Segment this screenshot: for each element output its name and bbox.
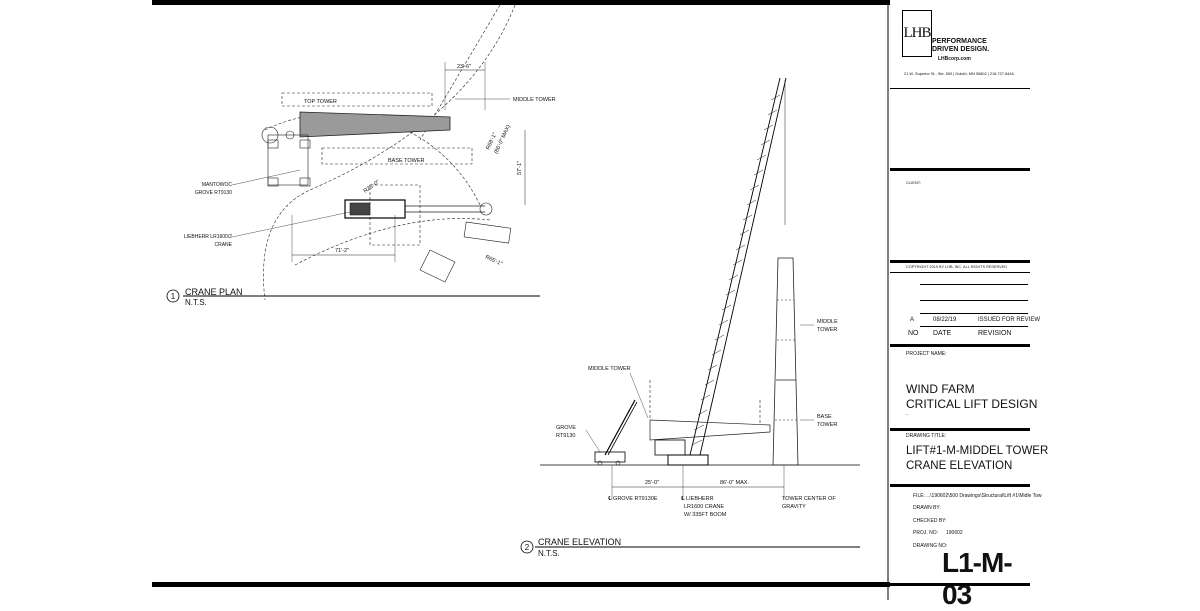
rev-header-revision: REVISION	[978, 330, 1012, 337]
elevation-title: CRANE ELEVATION	[538, 537, 621, 547]
drawn-by-label: DRAWN BY:	[913, 505, 941, 511]
note-tower-cg-1: TOWER CENTER OF	[782, 496, 836, 502]
proj-no-value: 190602	[946, 530, 963, 536]
dim-71-2: 71'-2"	[335, 248, 349, 254]
swing-radius-line	[263, 4, 516, 301]
elevation-callout-number: 2	[525, 543, 530, 552]
client-label: CLIENT:	[906, 180, 921, 185]
dim-25-0: 25'-0"	[645, 480, 659, 486]
note-cl-liebherr-2: LR1600 CRANE	[684, 504, 724, 510]
company-logo: LHB	[902, 10, 932, 57]
checked-by-label: CHECKED BY:	[913, 518, 947, 524]
revision-date: 08/22/19	[933, 317, 957, 323]
label-middle-tower-left: MIDDLE TOWER	[588, 366, 631, 372]
elevation-callout-circle	[520, 540, 534, 554]
note-cl-liebherr-3: W/ 335FT BOOM	[684, 512, 727, 518]
copyright-notice: COPYRIGHT 2019 BY LHB, INC. ALL RIGHTS R…	[906, 265, 1007, 269]
drawing-title-line-1: LIFT#1-M-MIDDEL TOWER	[906, 445, 1049, 457]
rev-header-no: NO	[908, 330, 919, 337]
revision-description: ISSUED FOR REVIEW	[978, 317, 1041, 323]
dim-57-1: 57'-1"	[517, 161, 523, 175]
crane-elevation-drawing	[535, 77, 860, 548]
liebherr-crane-body	[344, 199, 406, 219]
label-middle-right-2: TOWER	[817, 327, 837, 333]
crane-plan-drawing	[183, 4, 540, 301]
grove-crane-plan	[463, 221, 512, 244]
revision-rev: A	[910, 317, 915, 323]
rigging-detail	[419, 249, 456, 283]
tower-elevation	[772, 257, 799, 466]
label-base-tower-1: BASE	[817, 414, 832, 420]
middle-tower-shape	[299, 111, 451, 138]
project-name-line-1: WIND FARM	[906, 382, 975, 396]
label-base-tower-2: TOWER	[817, 422, 837, 428]
file-path: ...\190602\500 Drawings\Structural\Lift …	[926, 493, 1042, 499]
project-name-mark: -	[906, 412, 908, 418]
liebherr-boom	[689, 77, 781, 456]
grove-carrier	[594, 451, 626, 463]
rev-header-date: DATE	[933, 330, 952, 337]
label-crane-plan: CRANE	[214, 242, 232, 248]
plan-callout-circle	[166, 289, 180, 303]
dim-86-max: (86'-0" MAX)	[493, 124, 512, 155]
drawing-number: L1-M-03	[942, 547, 1013, 610]
suspended-middle-tower	[649, 419, 771, 441]
project-name-line-2: CRITICAL LIFT DESIGN	[906, 397, 1038, 411]
file-label: FILE:	[913, 493, 925, 499]
project-name-label: PROJECT NAME:	[906, 351, 947, 357]
sheet-border-top	[152, 0, 890, 5]
label-grove-model-elev: RT9130	[556, 433, 575, 439]
dim-23-6: 23'-6"	[457, 64, 471, 70]
label-base-tower: BASE TOWER	[388, 158, 425, 164]
manitowoc-crane-body	[267, 134, 309, 186]
proj-no-label: PROJ. NO:	[913, 530, 939, 536]
plan-callout-number: 1	[171, 292, 176, 301]
elevation-scale: N.T.S.	[538, 549, 560, 558]
grove-boom	[604, 399, 636, 456]
label-middle-right-1: MIDDLE	[817, 319, 838, 325]
note-tower-cg-2: GRAVITY	[782, 504, 806, 510]
label-middle-tower: MIDDLE TOWER	[513, 97, 556, 103]
company-address: 21 W. Superior St., Ste. 500 | Duluth, M…	[904, 71, 1014, 76]
title-block: LHB PERFORMANCE DRIVEN DESIGN. LHBcorp.c…	[890, 0, 1048, 610]
label-manitowoc: MANTOWOC	[202, 182, 233, 188]
label-grove-elev: GROVE	[556, 425, 576, 431]
tagline-1: PERFORMANCE	[932, 38, 987, 45]
dim-r65: R65'-1"	[484, 254, 503, 267]
drawing-title-line-2: CRANE ELEVATION	[906, 460, 1013, 472]
dim-86-0-max: 86'-0" MAX.	[720, 480, 749, 486]
base-tower-outline	[321, 147, 473, 165]
label-top-tower: TOP TOWER	[304, 99, 337, 105]
top-tower-outline	[281, 92, 433, 107]
label-grove-plan: GROVE RT9130	[195, 190, 232, 196]
dim-r25: R25'-0"	[363, 179, 381, 194]
company-website[interactable]: LHBcorp.com	[938, 56, 971, 62]
label-liebherr-plan: LIEBHERR LR1600/2	[184, 234, 232, 240]
drawing-no-label: DRAWING NO:	[913, 543, 948, 549]
plan-title: CRANE PLAN	[185, 287, 243, 297]
tagline-2: DRIVEN DESIGN.	[932, 46, 990, 53]
sheet-border-bottom	[152, 582, 890, 587]
note-cl-grove: ℄ GROVE RT9130E	[607, 496, 658, 502]
note-cl-liebherr-1: ℄ LIEBHERR	[680, 496, 714, 502]
drawing-title-label: DRAWING TITLE:	[906, 433, 947, 439]
liebherr-crawler	[667, 454, 709, 466]
plan-scale: N.T.S.	[185, 298, 207, 307]
